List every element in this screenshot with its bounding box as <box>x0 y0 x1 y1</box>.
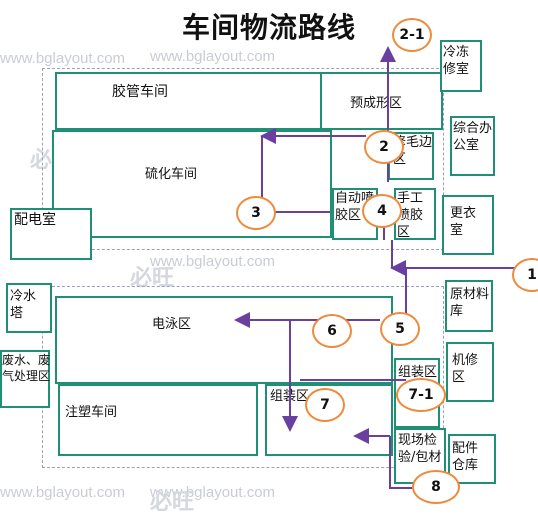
watermark-url: www.bglayout.com <box>150 48 276 65</box>
marker-3: 3 <box>236 196 276 230</box>
room-yuancailiao-label: 原材料库 <box>450 287 490 319</box>
room-lengshui-label: 冷水塔 <box>10 289 37 321</box>
room-lengdong-label: 冷冻修室 <box>443 45 470 77</box>
marker-7-1: 7-1 <box>396 378 446 412</box>
room-jiaoguan-label: 胶管车间 <box>112 84 168 100</box>
room-zhusu-label: 注塑车间 <box>65 405 118 420</box>
room-jixiu-label: 机修区 <box>452 353 479 385</box>
watermark-url: www.bglayout.com <box>0 484 126 501</box>
room-jiaoguan <box>55 72 323 130</box>
plant-outline <box>42 68 444 250</box>
room-yucheng <box>320 72 443 130</box>
room-peijian-label: 配件仓库 <box>452 441 479 473</box>
room-yuancailiao <box>445 280 493 332</box>
marker-7: 7 <box>305 388 345 422</box>
marker-5: 5 <box>380 312 420 346</box>
room-diandong-label: 电泳区 <box>152 317 192 332</box>
room-lengdong <box>440 40 482 92</box>
room-xianchang-label: 现场检验/包材 <box>398 433 442 465</box>
room-zonghe <box>450 116 495 176</box>
room-feishui-label: 废水、废气处理区 <box>2 353 51 383</box>
room-liuhua-label: 硫化车间 <box>145 167 198 182</box>
watermark-brand: 必旺 <box>130 265 175 290</box>
room-peidian <box>10 208 92 260</box>
page-title: 车间物流路线 <box>181 11 356 44</box>
watermark-brand: 必旺 <box>150 489 195 514</box>
marker-8: 8 <box>412 470 460 504</box>
marker-2: 2 <box>364 130 404 164</box>
room-zuzhuang-small-label: 组装区 <box>398 365 438 380</box>
room-shougong <box>394 188 436 240</box>
room-peidian-label: 配电室 <box>14 212 56 228</box>
marker-2-1: 2-1 <box>392 18 432 52</box>
route-arrow <box>389 436 416 489</box>
room-lengshui <box>6 283 52 333</box>
marker-6: 6 <box>312 314 352 348</box>
marker-4: 4 <box>362 194 402 228</box>
watermark-url: www.bglayout.com <box>150 484 276 501</box>
room-zonghe-label: 综合办公室 <box>453 121 493 153</box>
room-zhusu <box>58 384 258 456</box>
room-yucheng-label: 预成形区 <box>350 96 403 111</box>
watermark-url: www.bglayout.com <box>0 50 126 67</box>
marker-1: 1 <box>512 258 538 292</box>
room-peijian <box>448 434 496 484</box>
room-gengyi <box>442 195 494 255</box>
room-liuhua <box>52 130 332 238</box>
route-arrow <box>261 136 330 213</box>
watermark-url: www.bglayout.com <box>150 253 276 270</box>
room-gengyi-label: 更衣室 <box>450 206 477 238</box>
room-jixiu <box>446 342 494 402</box>
room-shougong-label: 手工喷胶区 <box>397 191 424 240</box>
room-feishui <box>0 350 50 408</box>
